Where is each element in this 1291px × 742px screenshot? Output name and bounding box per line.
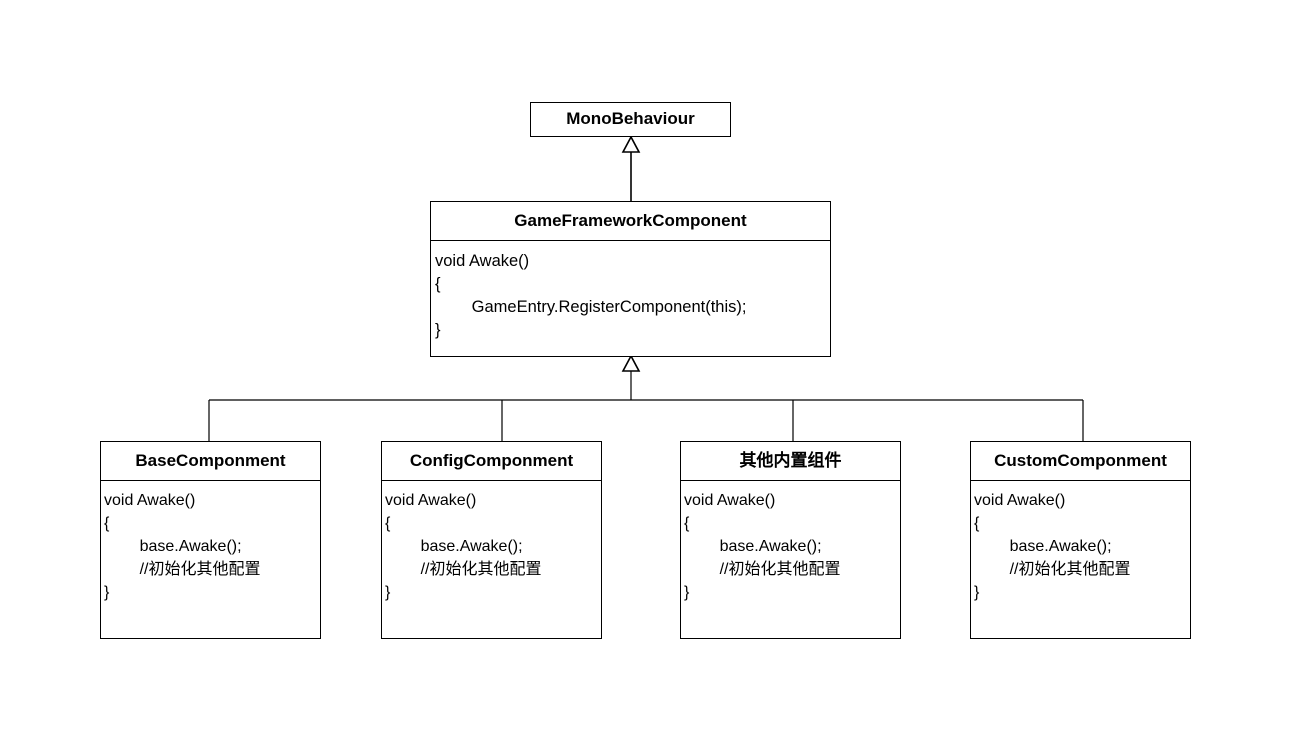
code-line: { — [435, 275, 441, 293]
code-line: } — [974, 584, 980, 601]
code-line: void Awake() — [104, 492, 196, 509]
class-title-other-builtin-components: 其他内置组件 — [681, 442, 900, 481]
code-line: base.Awake(); — [104, 538, 242, 555]
class-box-configcomponment[interactable]: ConfigComponment void Awake() { base.Awa… — [381, 441, 602, 639]
class-title-monobehaviour: MonoBehaviour — [566, 109, 695, 128]
code-line: { — [385, 515, 391, 532]
code-line: } — [684, 584, 690, 601]
code-line: //初始化其他配置 — [385, 561, 542, 578]
class-box-basecomponment[interactable]: BaseComponment void Awake() { base.Awake… — [100, 441, 321, 639]
code-line: } — [385, 584, 391, 601]
generalization-gameframeworkcomponent-to-monobehaviour — [621, 135, 641, 201]
class-body-gameframeworkcomponent: void Awake() { GameEntry.RegisterCompone… — [431, 241, 830, 342]
code-line: //初始化其他配置 — [104, 561, 261, 578]
code-line: void Awake() — [385, 492, 477, 509]
code-line: GameEntry.RegisterComponent(this); — [435, 298, 747, 316]
class-title-configcomponment: ConfigComponment — [382, 442, 601, 481]
class-box-gameframeworkcomponent[interactable]: GameFrameworkComponent void Awake() { Ga… — [430, 201, 831, 357]
code-line: void Awake() — [435, 252, 530, 270]
class-body-basecomponment: void Awake() { base.Awake(); //初始化其他配置 } — [101, 481, 320, 604]
code-line: void Awake() — [684, 492, 776, 509]
code-line: //初始化其他配置 — [684, 561, 841, 578]
class-box-customcomponment[interactable]: CustomComponment void Awake() { base.Awa… — [970, 441, 1191, 639]
code-line: base.Awake(); — [974, 538, 1112, 555]
code-line: { — [104, 515, 110, 532]
code-line: base.Awake(); — [684, 538, 822, 555]
generalization-children-to-gameframeworkcomponent — [208, 354, 1084, 441]
code-line: } — [435, 321, 441, 339]
code-line: { — [684, 515, 690, 532]
class-body-configcomponment: void Awake() { base.Awake(); //初始化其他配置 } — [382, 481, 601, 604]
code-line: base.Awake(); — [385, 538, 523, 555]
class-box-monobehaviour[interactable]: MonoBehaviour — [530, 102, 731, 137]
class-title-basecomponment: BaseComponment — [101, 442, 320, 481]
class-body-customcomponment: void Awake() { base.Awake(); //初始化其他配置 } — [971, 481, 1190, 604]
code-line: } — [104, 584, 110, 601]
class-box-other-builtin-components[interactable]: 其他内置组件 void Awake() { base.Awake(); //初始… — [680, 441, 901, 639]
class-title-gameframeworkcomponent: GameFrameworkComponent — [431, 202, 830, 241]
code-line: { — [974, 515, 980, 532]
code-line: void Awake() — [974, 492, 1066, 509]
code-line: //初始化其他配置 — [974, 561, 1131, 578]
class-title-customcomponment: CustomComponment — [971, 442, 1190, 481]
class-body-other-builtin-components: void Awake() { base.Awake(); //初始化其他配置 } — [681, 481, 900, 604]
